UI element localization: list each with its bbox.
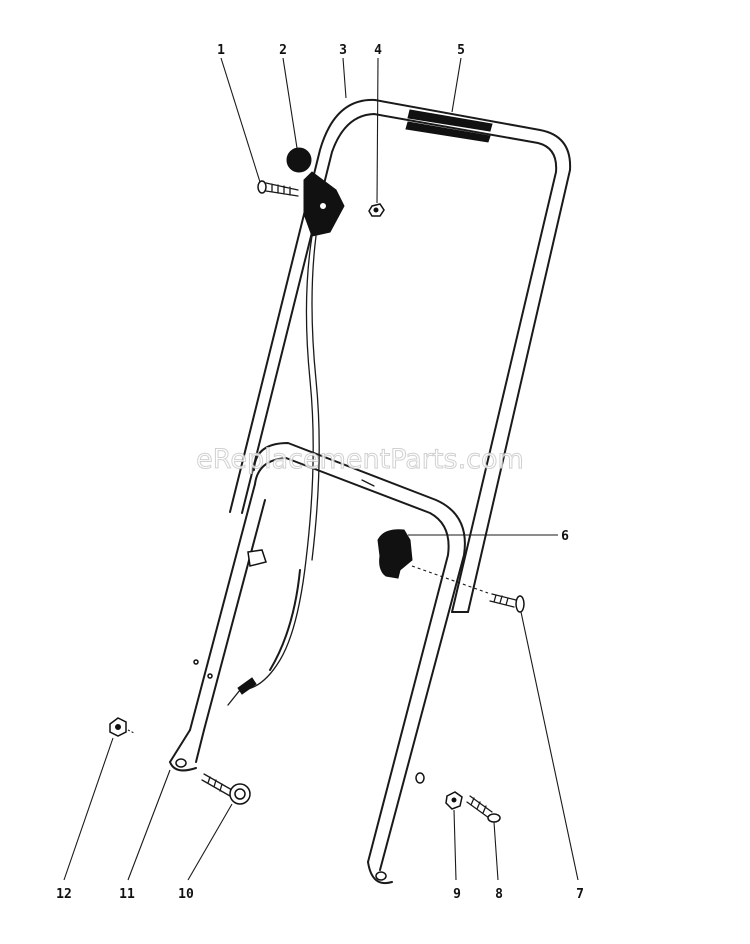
cable-clip: [247, 549, 267, 567]
control-cable: [227, 235, 320, 706]
knob-part-6: [377, 529, 413, 579]
callout-12: 12: [56, 887, 72, 902]
nut-part-4: [368, 203, 385, 217]
lower-handle: [169, 442, 466, 884]
callout-11: 11: [119, 887, 135, 902]
callout-8: 8: [495, 887, 503, 902]
callout-1: 1: [217, 43, 225, 58]
leader-lines: [63, 57, 579, 881]
callout-3: 3: [339, 43, 347, 58]
callout-5: 5: [457, 43, 465, 58]
control-lever: [286, 147, 345, 237]
callout-2: 2: [279, 43, 287, 58]
callout-7: 7: [576, 887, 584, 902]
bolt-part-1: [257, 180, 299, 197]
bolt-part-10: [201, 773, 251, 805]
nut-part-12: [109, 717, 135, 737]
callout-6: 6: [561, 529, 569, 544]
callout-9: 9: [453, 887, 461, 902]
bolt-part-8: [415, 772, 501, 823]
watermark: eReplacementParts.com: [196, 444, 524, 475]
upper-handle: [229, 98, 572, 613]
carriage-bolt-part-7: [489, 593, 525, 613]
callout-10: 10: [178, 887, 194, 902]
handle-grip: [405, 109, 493, 143]
callout-numbers: 1 2 3 4 5 6 7 8 9 10 11 12: [56, 43, 584, 902]
callout-4: 4: [374, 43, 382, 58]
nut-part-9: [445, 791, 463, 810]
